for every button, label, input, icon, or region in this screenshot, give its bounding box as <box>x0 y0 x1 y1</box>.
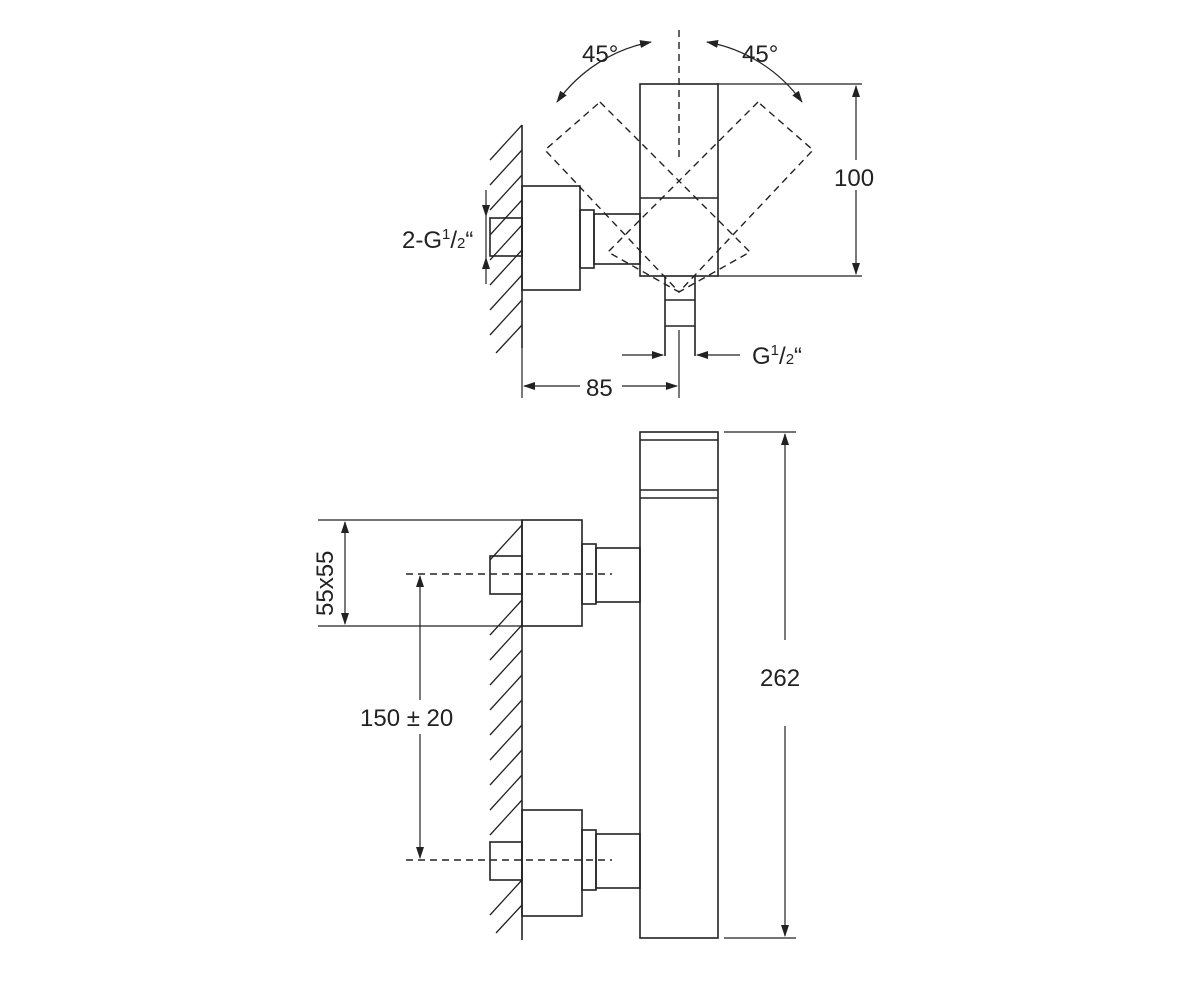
outlet-thread-label: G1/2“ <box>752 342 802 370</box>
angle-left-label: 45° <box>582 41 618 68</box>
total-height-label: 262 <box>760 665 800 692</box>
inlet-thread-label: 2-G1/2“ <box>402 226 473 254</box>
top-valve-body <box>639 30 719 356</box>
front-view: 55x55 150 ± 20 262 <box>312 431 818 940</box>
top-wall <box>489 124 523 354</box>
top-view: 45° 45° 100 2-G1/2“ G1/2“ 85 <box>402 30 886 402</box>
angle-right-label: 45° <box>742 41 778 68</box>
front-valve-body <box>639 431 719 939</box>
top-inlet-fitting <box>489 185 641 291</box>
top-handle-rotation-outline <box>543 101 815 293</box>
square-size-label: 55x55 <box>312 551 339 616</box>
front-wall <box>489 520 523 940</box>
angle-arcs <box>556 40 803 103</box>
height-top-label: 100 <box>834 165 874 192</box>
front-lower-connection <box>406 809 641 917</box>
center-distance-label: 150 ± 20 <box>360 705 453 732</box>
front-upper-connection <box>406 519 641 627</box>
depth-label: 85 <box>586 375 613 402</box>
